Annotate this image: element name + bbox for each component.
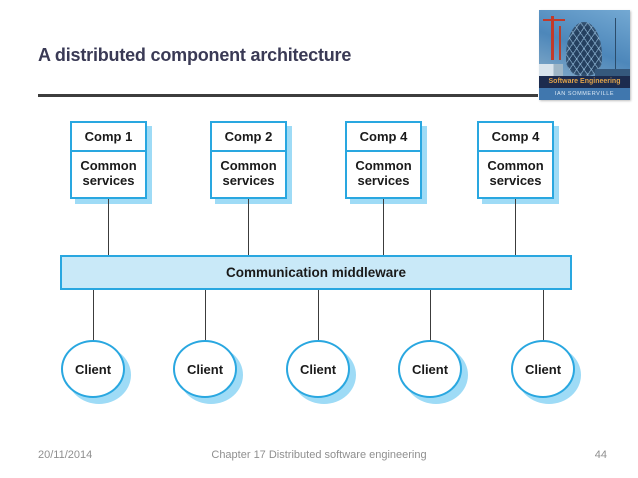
- connector-line: [543, 290, 544, 341]
- component-box-1: Comp 1 Common services: [70, 121, 147, 199]
- footer-date: 20/11/2014: [38, 449, 93, 461]
- middleware-bar: Communication middleware: [60, 255, 572, 290]
- book-author: IAN SOMMERVILLE: [539, 88, 630, 100]
- component-name: Comp 4: [479, 123, 552, 152]
- city-buildings: [539, 64, 563, 76]
- footer-chapter: Chapter 17 Distributed software engineer…: [211, 449, 427, 461]
- connector-line: [430, 290, 431, 341]
- client-ellipse-3: Client: [286, 340, 350, 398]
- component-box-3: Comp 4 Common services: [345, 121, 422, 199]
- component-services: Common services: [220, 157, 277, 188]
- component-services: Common services: [355, 157, 412, 188]
- connector-line: [383, 199, 384, 255]
- client-ellipse-5: Client: [511, 340, 575, 398]
- connector-line: [205, 290, 206, 341]
- component-name: Comp 2: [212, 123, 285, 152]
- gherkin-building-icon: [566, 22, 602, 76]
- crane-icon: [551, 16, 554, 60]
- connector-line: [93, 290, 94, 341]
- component-box-2: Comp 2 Common services: [210, 121, 287, 199]
- component-services: Common services: [80, 157, 137, 188]
- component-services: Common services: [487, 157, 544, 188]
- client-ellipse-4: Client: [398, 340, 462, 398]
- footer-page-number: 44: [594, 449, 607, 461]
- crane-cable-icon: [615, 18, 616, 70]
- crane-icon: [559, 26, 561, 60]
- client-ellipse-2: Client: [173, 340, 237, 398]
- component-box-4: Comp 4 Common services: [477, 121, 554, 199]
- title-underline: [38, 94, 538, 97]
- building-lattice: [566, 22, 602, 76]
- component-name: Comp 1: [72, 123, 145, 152]
- book-cover-photo: [539, 10, 630, 76]
- city-buildings: [595, 69, 630, 76]
- book-cover-image: Software Engineering IAN SOMMERVILLE: [539, 10, 630, 100]
- slide-title: A distributed component architecture: [38, 45, 352, 65]
- crane-arm-icon: [543, 19, 565, 21]
- connector-line: [248, 199, 249, 255]
- component-name: Comp 4: [347, 123, 420, 152]
- client-ellipse-1: Client: [61, 340, 125, 398]
- book-title: Software Engineering: [539, 76, 630, 88]
- connector-line: [108, 199, 109, 255]
- connector-line: [318, 290, 319, 341]
- connector-line: [515, 199, 516, 255]
